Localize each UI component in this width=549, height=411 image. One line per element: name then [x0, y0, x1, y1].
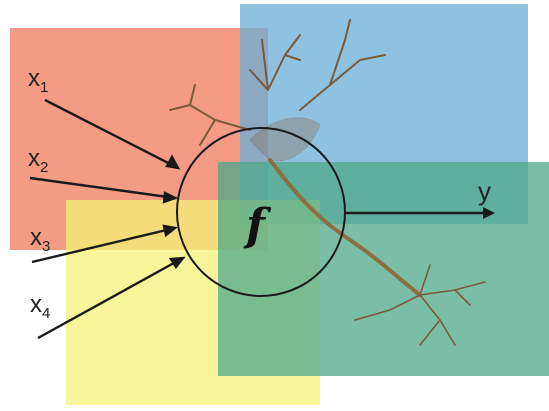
output-label-y: y: [478, 176, 491, 206]
label-x4: x4: [30, 291, 50, 322]
green-region: [218, 162, 549, 376]
